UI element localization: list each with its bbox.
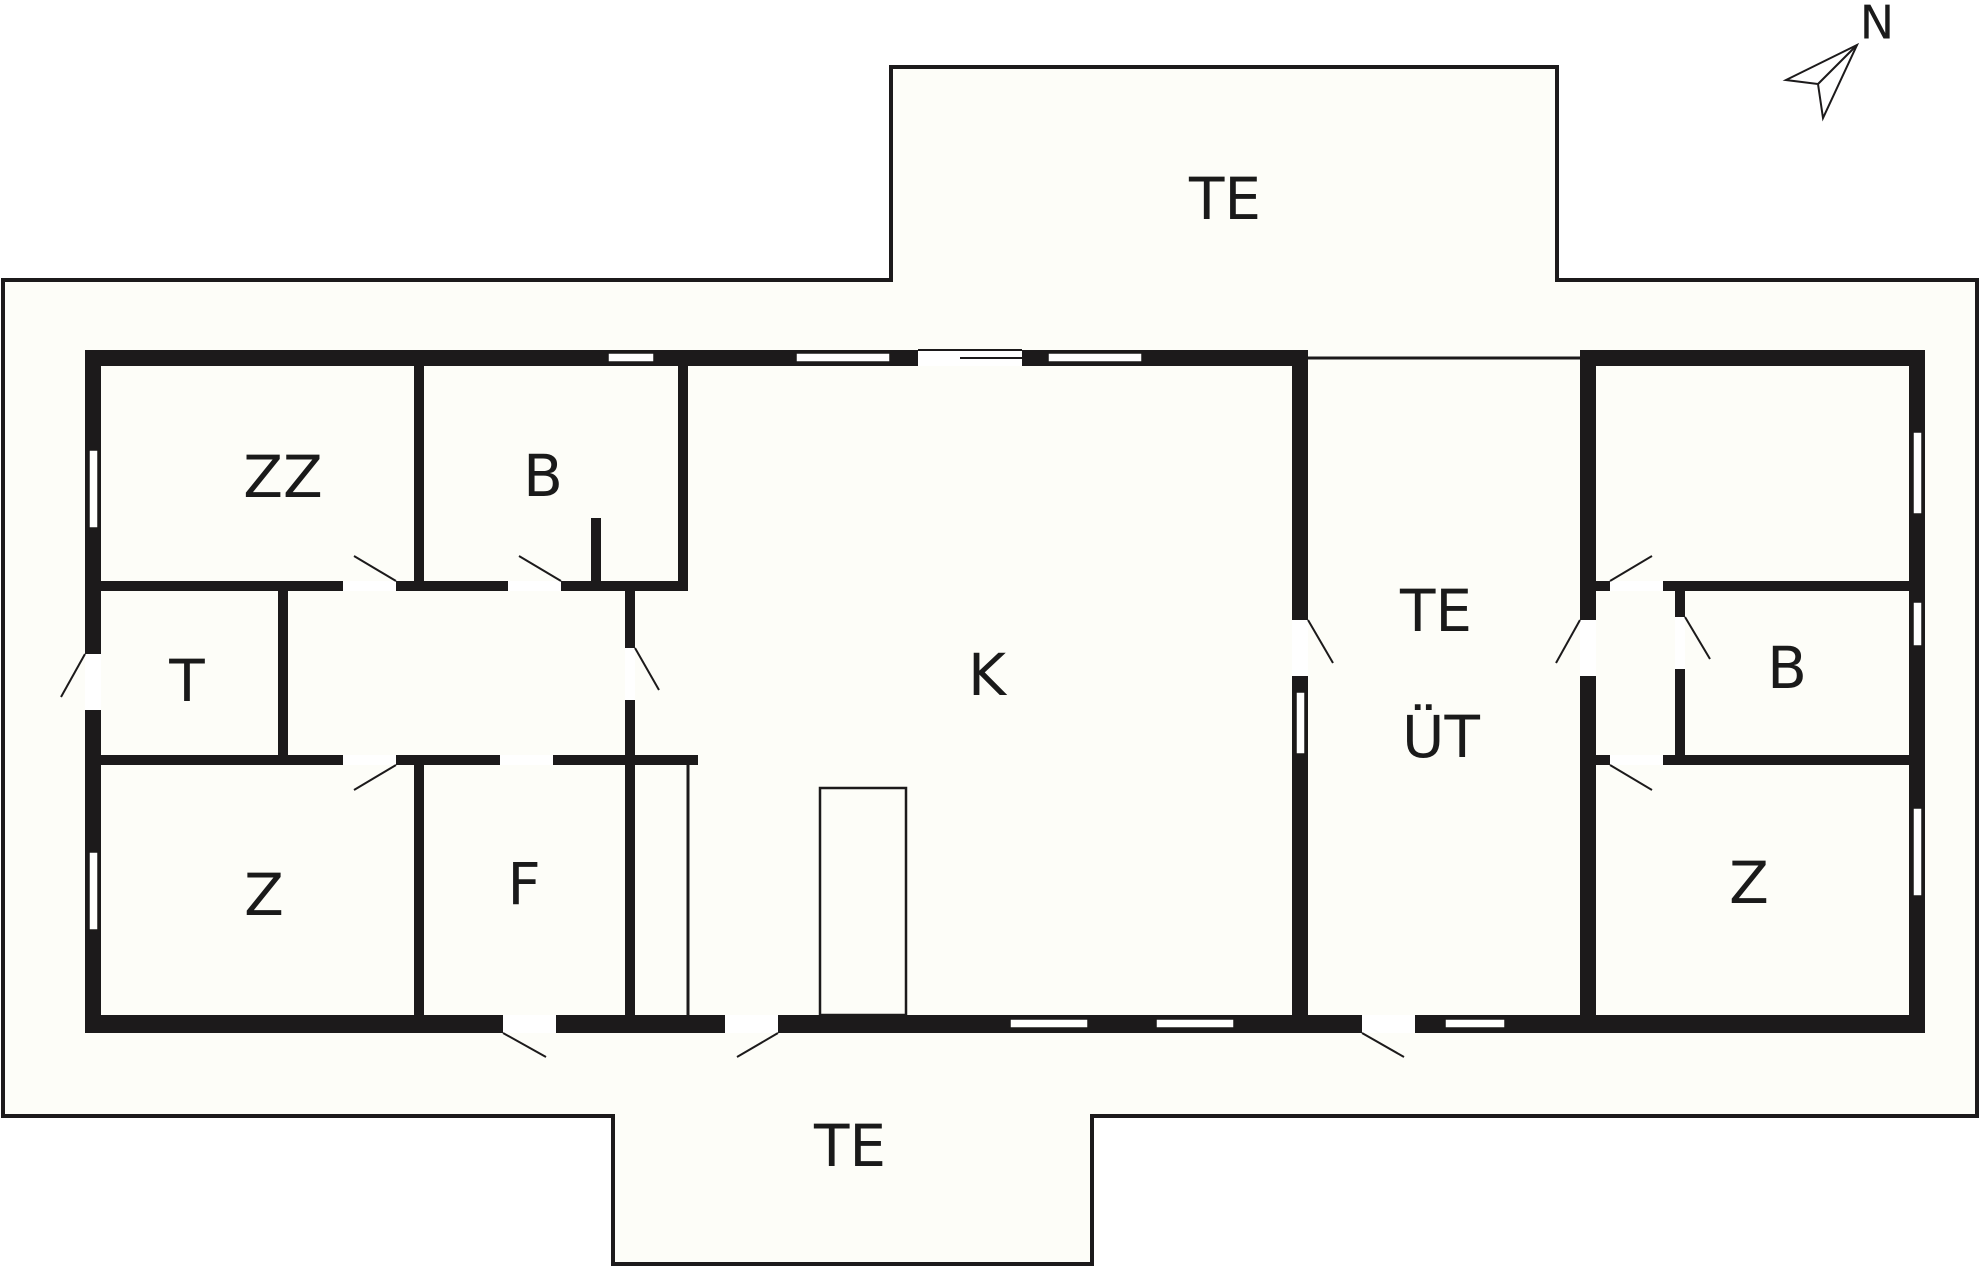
door-swings [60,555,1711,1058]
room-label-hall-f: F [507,850,540,918]
room-label-terrace-north: TE [1188,165,1261,233]
north-label: N [1860,0,1894,50]
window [1047,352,1143,363]
window [1912,601,1923,647]
terrace-outline [1,65,1979,1266]
window [795,352,891,363]
room-label-kitchen-living: K [968,641,1008,709]
room-label-bath-left: B [523,442,563,510]
door-openings [85,581,1685,1033]
room-label-covered-terrace-bottom: ÜT [1402,703,1480,771]
interior-walls-right [1588,581,1917,765]
room-label-bedroom-right: Z [1729,849,1769,917]
window [88,449,99,529]
window [88,851,99,931]
window [1444,1018,1506,1029]
room-label-bath-right: B [1767,634,1807,702]
window [1912,807,1923,897]
window [607,352,655,363]
windows [88,352,1923,1029]
window [1009,1018,1089,1029]
kitchen-counter [818,786,908,1017]
sliding-door [918,349,1022,366]
north-arrow-icon [1782,42,1860,122]
room-label-covered-terrace-top: TE [1399,577,1472,645]
window [1155,1018,1235,1029]
room-label-bedroom-left: Z [244,861,284,929]
room-label-zz: ZZ [243,443,322,511]
room-label-terrace-south: TE [813,1112,886,1180]
room-label-toilet: T [168,647,205,715]
window [1912,431,1923,515]
window [1295,691,1306,755]
